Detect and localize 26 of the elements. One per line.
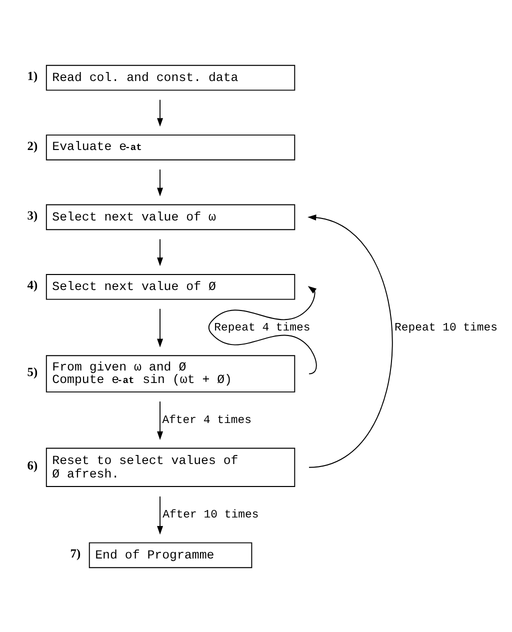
node-box: Read col. and const. data — [46, 64, 296, 90]
node-box: End of Programme — [88, 542, 252, 568]
arrow — [157, 495, 164, 534]
node-box: Reset to select values of Ø afresh. — [46, 447, 296, 486]
arrow — [157, 168, 164, 196]
node-label: 3) — [27, 208, 38, 222]
edge-label: Repeat 4 times — [214, 320, 310, 334]
node-label: 5) — [27, 364, 38, 379]
node-label: 1) — [27, 68, 38, 83]
node-box: Select next value of Ø — [46, 274, 296, 300]
edge-label: Repeat 10 times — [394, 320, 498, 334]
arrow — [208, 286, 317, 374]
edge-label: After 10 times — [162, 508, 259, 522]
node-label: 7) — [70, 546, 81, 560]
node-label: 2) — [27, 138, 38, 152]
arrow — [157, 400, 164, 440]
arrow — [157, 308, 164, 347]
arrow — [157, 98, 164, 126]
node-box: Select next value of ω — [46, 204, 296, 230]
arrow — [157, 238, 164, 266]
node-box: Evaluate e-at — [46, 134, 296, 160]
node-label: 4) — [27, 278, 38, 292]
node-label: 6) — [27, 458, 38, 472]
node-box: From given ω and Ø Compute e-at sin (ωt + Ø) — [46, 354, 296, 392]
arrow — [308, 214, 393, 468]
edge-label: After 4 times — [162, 414, 252, 427]
